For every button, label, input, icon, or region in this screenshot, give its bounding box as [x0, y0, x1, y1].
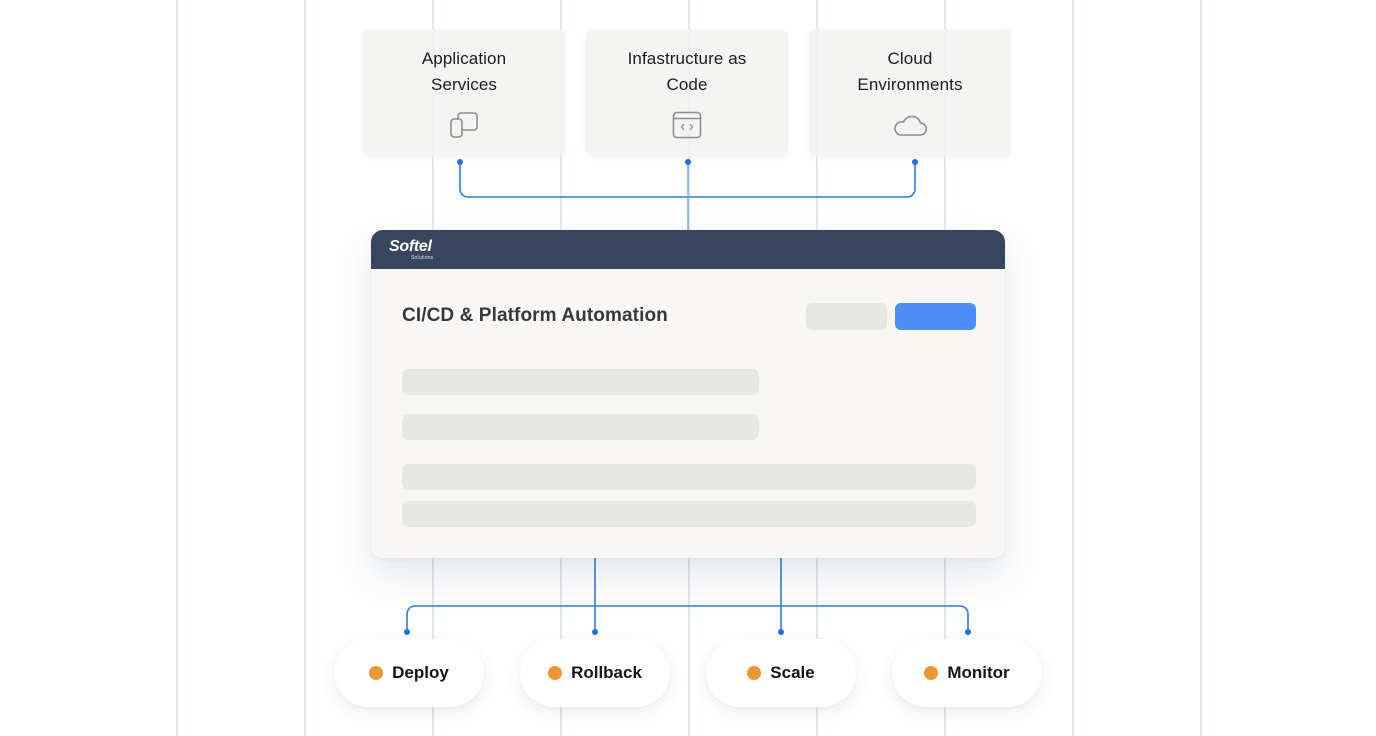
- secondary-button[interactable]: [806, 303, 887, 330]
- brand-subtitle: Solutions: [411, 255, 434, 261]
- source-card-infrastructure-as-code: Infastructure as Code: [586, 29, 788, 157]
- connector-node: [965, 629, 971, 635]
- source-label-line: Services: [431, 75, 497, 94]
- source-card-application-services: Application Services: [363, 29, 565, 157]
- source-label-line: Cloud: [887, 49, 933, 68]
- connector-node: [592, 629, 598, 635]
- grid-line: [176, 0, 178, 736]
- skeleton-line: [402, 501, 976, 527]
- source-label-line: Environments: [857, 75, 963, 94]
- action-pill-rollback[interactable]: Rollback: [520, 639, 670, 707]
- status-dot-icon: [924, 666, 939, 680]
- action-pill-deploy[interactable]: Deploy: [334, 639, 484, 707]
- grid-line: [304, 0, 306, 736]
- grid-line: [1072, 0, 1074, 736]
- connector-node: [404, 629, 410, 635]
- skeleton-line: [402, 369, 759, 395]
- window-title: CI/CD & Platform Automation: [402, 305, 668, 326]
- source-label: Cloud Environments: [809, 46, 1011, 98]
- source-label: Infastructure as Code: [586, 46, 788, 98]
- action-label: Deploy: [392, 663, 449, 682]
- source-label-line: Application: [421, 49, 507, 68]
- skeleton-line: [402, 464, 976, 490]
- source-label-line: Infastructure as: [627, 49, 747, 68]
- brand-logo: Softel: [389, 238, 432, 255]
- source-card-cloud-environments: Cloud Environments: [809, 29, 1011, 157]
- copy-windows-icon: [450, 112, 478, 138]
- action-label: Scale: [770, 663, 815, 682]
- code-window-icon: [672, 111, 702, 139]
- action-label: Monitor: [947, 663, 1010, 682]
- action-label: Rollback: [571, 663, 642, 682]
- status-dot-icon: [747, 666, 762, 680]
- window-header: Softel Solutions: [371, 230, 1005, 269]
- action-pill-scale[interactable]: Scale: [706, 639, 856, 707]
- skeleton-line: [402, 414, 759, 440]
- source-label-line: Code: [666, 75, 708, 94]
- source-label: Application Services: [363, 46, 565, 98]
- primary-button[interactable]: [895, 303, 976, 330]
- cloud-icon: [894, 115, 928, 136]
- connector-node: [912, 159, 918, 165]
- grid-line: [1200, 0, 1202, 736]
- connector-node: [457, 159, 463, 165]
- status-dot-icon: [369, 666, 384, 680]
- action-pill-monitor[interactable]: Monitor: [892, 639, 1042, 707]
- status-dot-icon: [548, 666, 563, 680]
- connector-node: [778, 629, 784, 635]
- platform-window: Softel Solutions CI/CD & Platform Automa…: [371, 230, 1005, 558]
